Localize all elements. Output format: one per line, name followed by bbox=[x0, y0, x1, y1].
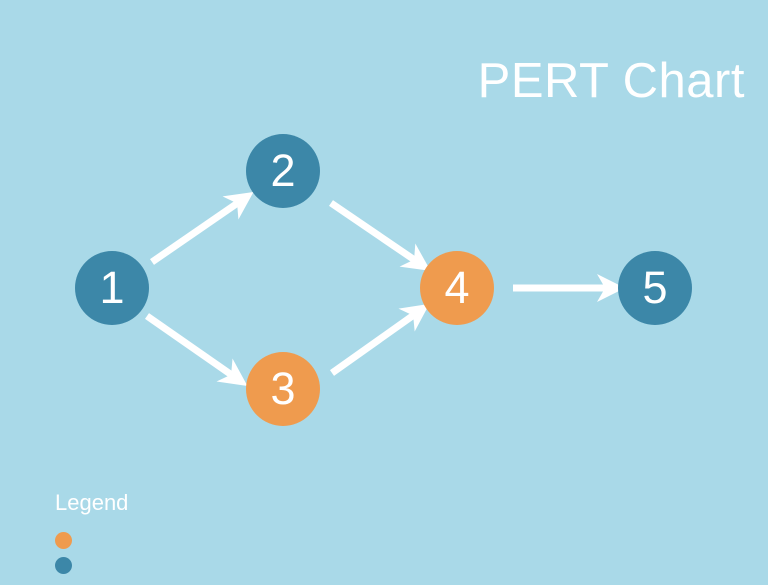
node-label-3: 3 bbox=[270, 362, 296, 414]
node-label-2: 2 bbox=[270, 144, 296, 196]
legend: Legend bbox=[55, 492, 255, 578]
edge-arrow-3-to-4 bbox=[329, 303, 430, 376]
legend-item-1 bbox=[55, 528, 255, 553]
legend-dot-icon-2 bbox=[55, 557, 72, 574]
edge-arrow-2-to-4 bbox=[329, 200, 431, 271]
legend-item-2 bbox=[55, 553, 255, 578]
edge-arrow-1-to-2 bbox=[150, 192, 254, 265]
node-2[interactable]: 2 bbox=[246, 134, 320, 208]
node-5[interactable]: 5 bbox=[618, 251, 692, 325]
legend-items bbox=[55, 528, 255, 578]
node-label-4: 4 bbox=[444, 261, 470, 313]
page-title: PERT Chart bbox=[477, 54, 745, 108]
node-3[interactable]: 3 bbox=[246, 352, 320, 426]
node-label-1: 1 bbox=[99, 261, 125, 313]
edge-group bbox=[144, 192, 626, 387]
node-4[interactable]: 4 bbox=[420, 251, 494, 325]
node-1[interactable]: 1 bbox=[75, 251, 149, 325]
node-label-5: 5 bbox=[642, 261, 668, 313]
legend-title: Legend bbox=[55, 490, 129, 515]
edge-arrow-1-to-3 bbox=[144, 313, 248, 387]
legend-dot-icon-1 bbox=[55, 532, 72, 549]
